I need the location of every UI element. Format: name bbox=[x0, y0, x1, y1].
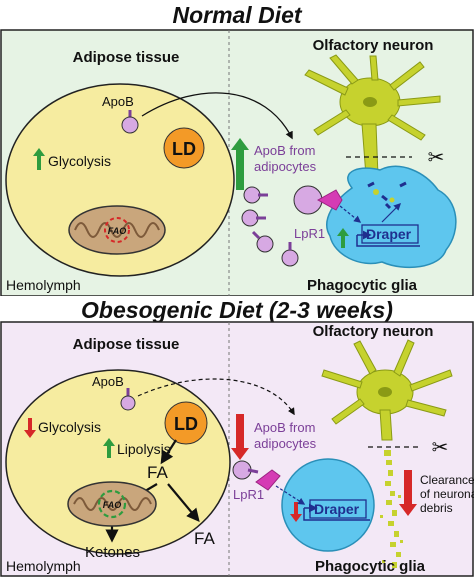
obese-ld-label: LD bbox=[174, 414, 198, 434]
obese-scissors-icon: ✂ bbox=[432, 435, 449, 459]
obese-apob-transport-arrow bbox=[137, 378, 295, 416]
obese-lpr1-label: LpR1 bbox=[233, 487, 264, 502]
normal-lpr1-label: LpR1 bbox=[294, 226, 325, 241]
obese-draper-box bbox=[309, 499, 367, 519]
normal-lipid-droplet bbox=[163, 127, 205, 169]
normal-adipose-label: Adipose tissue bbox=[73, 49, 180, 66]
obese-clearance-line2: of neuronal bbox=[420, 487, 474, 501]
normal-ld-label: LD bbox=[172, 139, 196, 159]
normal-glia-label: Phagocytic glia bbox=[307, 277, 418, 294]
normal-mitochondria: FAO bbox=[68, 205, 166, 255]
normal-draper-box bbox=[361, 224, 419, 244]
obese-glia-label: Phagocytic glia bbox=[315, 558, 426, 575]
normal-apob-particles bbox=[241, 186, 299, 267]
obese-glycolysis-down-arrow-icon bbox=[24, 418, 36, 438]
obese-apob-label: ApoB bbox=[92, 374, 124, 389]
obese-mitochondria: FAO bbox=[67, 481, 157, 527]
normal-title: Normal Diet bbox=[172, 2, 302, 28]
normal-apob-from-line2: adipocytes bbox=[254, 159, 317, 174]
normal-apob-icon bbox=[121, 116, 139, 134]
obese-lipolysis-label: Lipolysis bbox=[117, 441, 171, 457]
obese-apob-down-arrow-icon bbox=[231, 414, 249, 460]
obese-apob-from-line2: adipocytes bbox=[254, 436, 317, 451]
obese-draper-down-arrow-icon bbox=[290, 502, 302, 522]
normal-apob-label: ApoB bbox=[102, 94, 134, 109]
obese-title: Obesogenic Diet (2-3 weeks) bbox=[81, 297, 393, 323]
normal-lpr1-receptor bbox=[316, 189, 343, 211]
normal-scissors-icon: ✂ bbox=[428, 145, 445, 169]
obese-apob-from-line1: ApoB from bbox=[254, 420, 315, 435]
obese-clearance-line3: debris bbox=[420, 501, 453, 515]
normal-draper-up-arrow-icon bbox=[337, 228, 349, 248]
obese-hemolymph-label: Hemolymph bbox=[6, 558, 81, 574]
obese-draper-label: Draper bbox=[314, 501, 360, 517]
normal-fao-label: FAO bbox=[108, 226, 127, 236]
obese-phagocytic-glia bbox=[281, 458, 375, 552]
obese-axon-debris bbox=[380, 450, 403, 568]
normal-phagocytic-glia bbox=[326, 165, 457, 269]
normal-hemolymph-label: Hemolymph bbox=[6, 277, 81, 293]
obese-lpr1-receptor bbox=[255, 469, 281, 491]
obese-fao-label: FAO bbox=[103, 500, 122, 510]
normal-apob-transport-arrow bbox=[141, 92, 293, 140]
obese-apob-icon bbox=[120, 395, 136, 411]
obese-fa-label: FA bbox=[147, 463, 168, 482]
normal-glycolysis-up-arrow-icon bbox=[33, 148, 45, 170]
normal-neuron-label: Olfactory neuron bbox=[313, 37, 434, 54]
obese-glycolysis-label: Glycolysis bbox=[38, 419, 101, 435]
obese-lipid-droplet bbox=[164, 401, 208, 445]
obese-adipose-label: Adipose tissue bbox=[73, 336, 180, 353]
normal-apob-up-arrow-icon bbox=[231, 138, 249, 190]
normal-glycolysis-label: Glycolysis bbox=[48, 153, 111, 169]
obese-ketones-label: Ketones bbox=[85, 544, 140, 561]
obese-diet-panel: Obesogenic Diet (2-3 weeks) Adipose tiss… bbox=[0, 296, 474, 577]
normal-diet-panel: Normal Diet Adipose tissue Olfactory neu… bbox=[0, 0, 474, 297]
obese-clearance-line1: Clearance bbox=[420, 473, 474, 487]
obese-clearance-down-arrow-icon bbox=[399, 470, 417, 516]
obese-neuron-label: Olfactory neuron bbox=[313, 323, 434, 340]
normal-draper-label: Draper bbox=[366, 226, 412, 242]
obese-fa-label-2: FA bbox=[194, 529, 215, 548]
normal-apob-from-line1: ApoB from bbox=[254, 143, 315, 158]
obese-lipolysis-up-arrow-icon bbox=[103, 438, 115, 458]
